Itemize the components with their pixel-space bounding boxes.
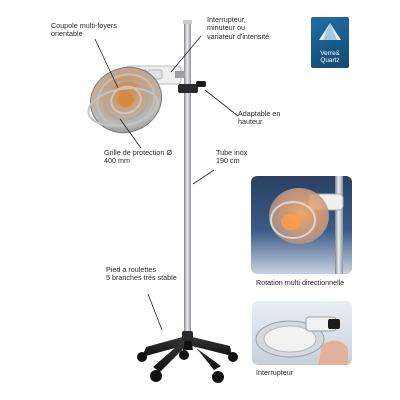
height-adjuster: [178, 81, 206, 93]
stainless-pole: [183, 20, 192, 337]
brand-badge: Verre& Quartz: [311, 17, 349, 68]
switch-caption: Interrupteur: [256, 368, 294, 377]
switch-photo: [252, 301, 352, 365]
annotation-coupole: Coupole multi-foyers orientable: [51, 21, 117, 39]
rotation-photo: [251, 176, 352, 274]
switch-photo-illustration: [255, 316, 348, 365]
annotation-grille: Grille de protection Ø 400 mm: [104, 148, 172, 166]
rotation-photo-illustration: [269, 176, 344, 274]
rotation-caption: Rotation multi directionnelle: [256, 278, 345, 287]
brand-badge-text: Verre& Quartz: [320, 50, 340, 64]
annotation-interrupteur: Interrupteur, minuteur ou variateur d'in…: [207, 15, 270, 41]
protective-grille: [87, 87, 159, 127]
pyramid-logo-icon: [319, 23, 341, 40]
annotation-pied: Pied a roulettes 5 branches très stable: [106, 265, 177, 283]
annotation-tube: Tube inox 190 cm: [216, 148, 248, 166]
five-leg-base: [137, 331, 238, 383]
annotation-adaptable: Adaptable en hauteur: [238, 109, 281, 127]
lamp-head: [87, 65, 185, 134]
leader-lines: [94, 35, 239, 331]
